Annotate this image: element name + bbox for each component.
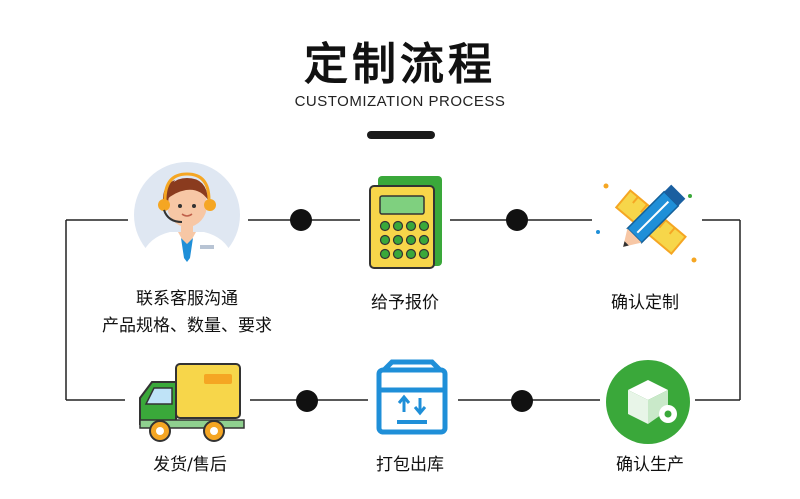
connector-dot: [296, 390, 318, 412]
step-label-line: 产品规格、数量、要求: [102, 316, 272, 336]
calculator-icon: [369, 176, 442, 269]
step-label-quote: 给予报价: [371, 293, 439, 313]
step-label-contact: 联系客服沟通 产品规格、数量、要求: [87, 286, 287, 340]
connector-dot: [511, 390, 533, 412]
page-title: 定制流程: [304, 39, 496, 90]
step-label-confirm-production: 确认生产: [616, 455, 684, 475]
connector-dot: [506, 209, 528, 231]
package-box-icon: [376, 359, 448, 435]
production-box-icon: [606, 360, 690, 444]
customer-service-icon: [134, 162, 240, 270]
pencil-ruler-icon: [596, 183, 697, 263]
page-subtitle: CUSTOMIZATION PROCESS: [294, 93, 506, 110]
title-underline-bar: [367, 131, 435, 139]
delivery-truck-icon: [139, 363, 245, 442]
step-label-delivery: 发货/售后: [153, 455, 227, 475]
step-label-line: 联系客服沟通: [136, 289, 238, 309]
step-label-packing: 打包出库: [376, 455, 444, 475]
connector-dot: [290, 209, 312, 231]
step-label-confirm-custom: 确认定制: [611, 293, 679, 313]
